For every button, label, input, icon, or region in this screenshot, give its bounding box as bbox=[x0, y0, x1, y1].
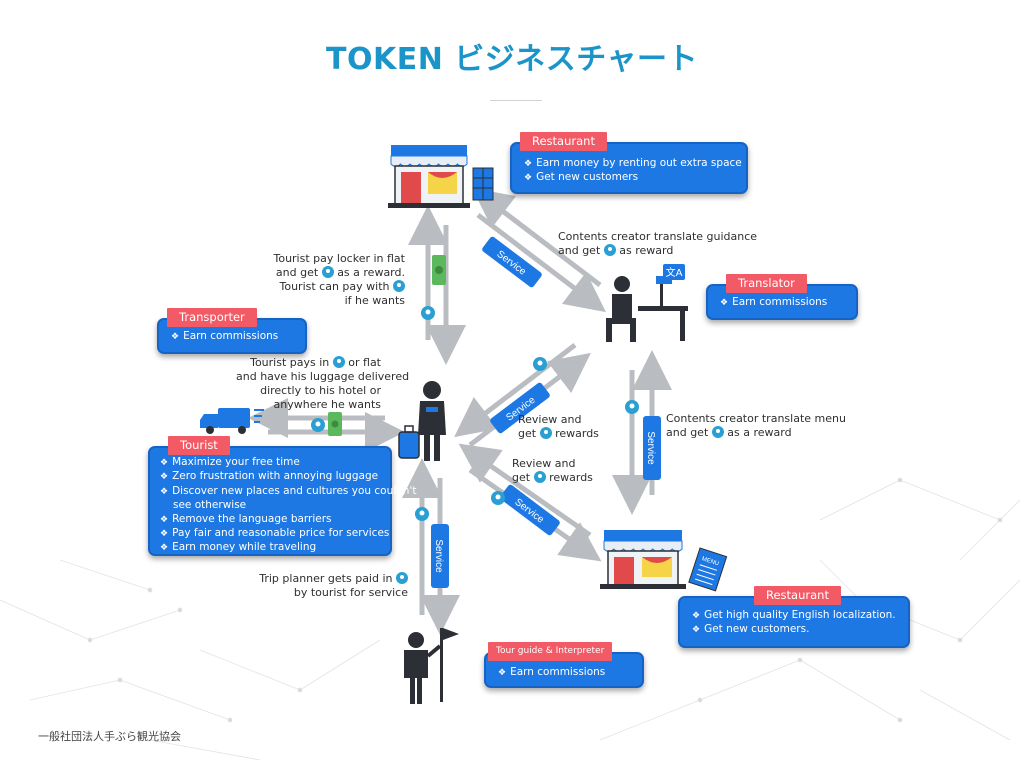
note-locker: Tourist pay locker in flat and get as a … bbox=[273, 252, 405, 307]
coin-icon bbox=[321, 266, 334, 278]
restaurant-bottom-tag: Restaurant bbox=[754, 586, 841, 605]
translate-icon: 文A bbox=[663, 264, 685, 280]
list-item: ❖Earn commissions bbox=[720, 296, 828, 308]
list-item: ❖Zero frustration with annoying luggage bbox=[160, 470, 379, 483]
translator-list: ❖Earn commissions bbox=[706, 296, 858, 310]
coin-icon bbox=[711, 426, 724, 438]
restaurant-bottom-list: ❖Get high quality English localization. … bbox=[678, 609, 910, 638]
shop-icon-top bbox=[388, 145, 470, 208]
list-item: ❖Remove the language barriers bbox=[160, 512, 332, 525]
translator-tag: Translator bbox=[726, 274, 807, 293]
tourist-tag: Tourist bbox=[168, 436, 230, 455]
list-item: ❖Maximize your free time bbox=[160, 456, 300, 468]
list-item: ❖Discover new places and cultures you co… bbox=[160, 484, 417, 497]
note-translate-guidance: Contents creator translate guidance and … bbox=[558, 230, 758, 257]
note-review-2: Review and get rewards bbox=[512, 457, 593, 484]
restaurant-top-list: ❖Earn money by renting out extra space ❖… bbox=[510, 157, 748, 186]
organization-footer: 一般社団法人手ぶら観光協会 bbox=[38, 730, 181, 743]
note-review-1: Review and get rewards bbox=[518, 413, 599, 440]
menu-card-icon: MENU bbox=[688, 547, 728, 592]
list-item: ❖Earn money while traveling bbox=[160, 541, 317, 554]
restaurant-top-callout: Restaurant ❖Earn money by renting out ex… bbox=[510, 132, 748, 194]
list-item: ❖Earn commissions bbox=[171, 330, 279, 342]
tour-guide-flag-icon bbox=[404, 628, 459, 704]
locker-icon bbox=[472, 167, 494, 201]
transporter-callout: Transporter ❖Earn commissions bbox=[157, 308, 307, 354]
transporter-list: ❖Earn commissions bbox=[157, 330, 307, 344]
tour-guide-callout: Tour guide & Interpreter ❖Earn commissio… bbox=[484, 642, 644, 688]
service-label-4: Service bbox=[645, 431, 656, 465]
note-trip-planner: Trip planner gets paid in by tourist for… bbox=[259, 572, 408, 599]
list-item: ❖Get high quality English localization. bbox=[692, 609, 896, 621]
list-item: ❖Get new customers. bbox=[692, 623, 810, 636]
coin-icon bbox=[332, 356, 345, 368]
coin-icon bbox=[603, 244, 616, 256]
translator-callout: Translator ❖Earn commissions bbox=[706, 274, 858, 320]
callout-panel bbox=[148, 446, 392, 556]
list-item: ❖Pay fair and reasonable price for servi… bbox=[160, 527, 390, 540]
translator-person-icon bbox=[606, 276, 688, 342]
delivery-truck-icon bbox=[200, 408, 264, 434]
coin-icon bbox=[533, 471, 546, 483]
list-item: see otherwise bbox=[173, 499, 247, 512]
tourist-person-icon bbox=[418, 381, 446, 461]
list-item: ❖Earn money by renting out extra space bbox=[524, 157, 742, 169]
note-translate-menu: Contents creator translate menu and get … bbox=[666, 412, 846, 439]
tourist-callout: Tourist ❖Maximize your free time ❖Zero f… bbox=[148, 436, 417, 556]
list-item: ❖Get new customers bbox=[524, 171, 639, 184]
tour-guide-list: ❖Earn commissions bbox=[484, 666, 644, 680]
coin-icon bbox=[539, 427, 552, 439]
tour-guide-tag: Tour guide & Interpreter bbox=[488, 642, 613, 661]
svg-text:MENU: MENU bbox=[701, 556, 720, 567]
coin-icon bbox=[396, 572, 408, 584]
svg-text:文A: 文A bbox=[666, 266, 683, 279]
tourist-list: ❖Maximize your free time ❖Zero frustrati… bbox=[148, 456, 417, 556]
title-divider bbox=[490, 100, 542, 101]
page-title: TOKEN ビジネスチャート bbox=[326, 42, 698, 77]
cash-icon bbox=[328, 255, 446, 436]
list-item: ❖Earn commissions bbox=[498, 666, 606, 678]
coin-icon bbox=[393, 280, 405, 292]
restaurant-bottom-callout: Restaurant ❖Get high quality English loc… bbox=[678, 586, 910, 648]
shop-icon-bottom bbox=[600, 530, 686, 589]
service-label-5: Service bbox=[433, 539, 444, 573]
restaurant-top-tag: Restaurant bbox=[520, 132, 607, 151]
transporter-tag: Transporter bbox=[167, 308, 257, 327]
luggage-icon bbox=[398, 425, 420, 459]
note-delivery: Tourist pays in or flat and have his lug… bbox=[236, 356, 410, 411]
